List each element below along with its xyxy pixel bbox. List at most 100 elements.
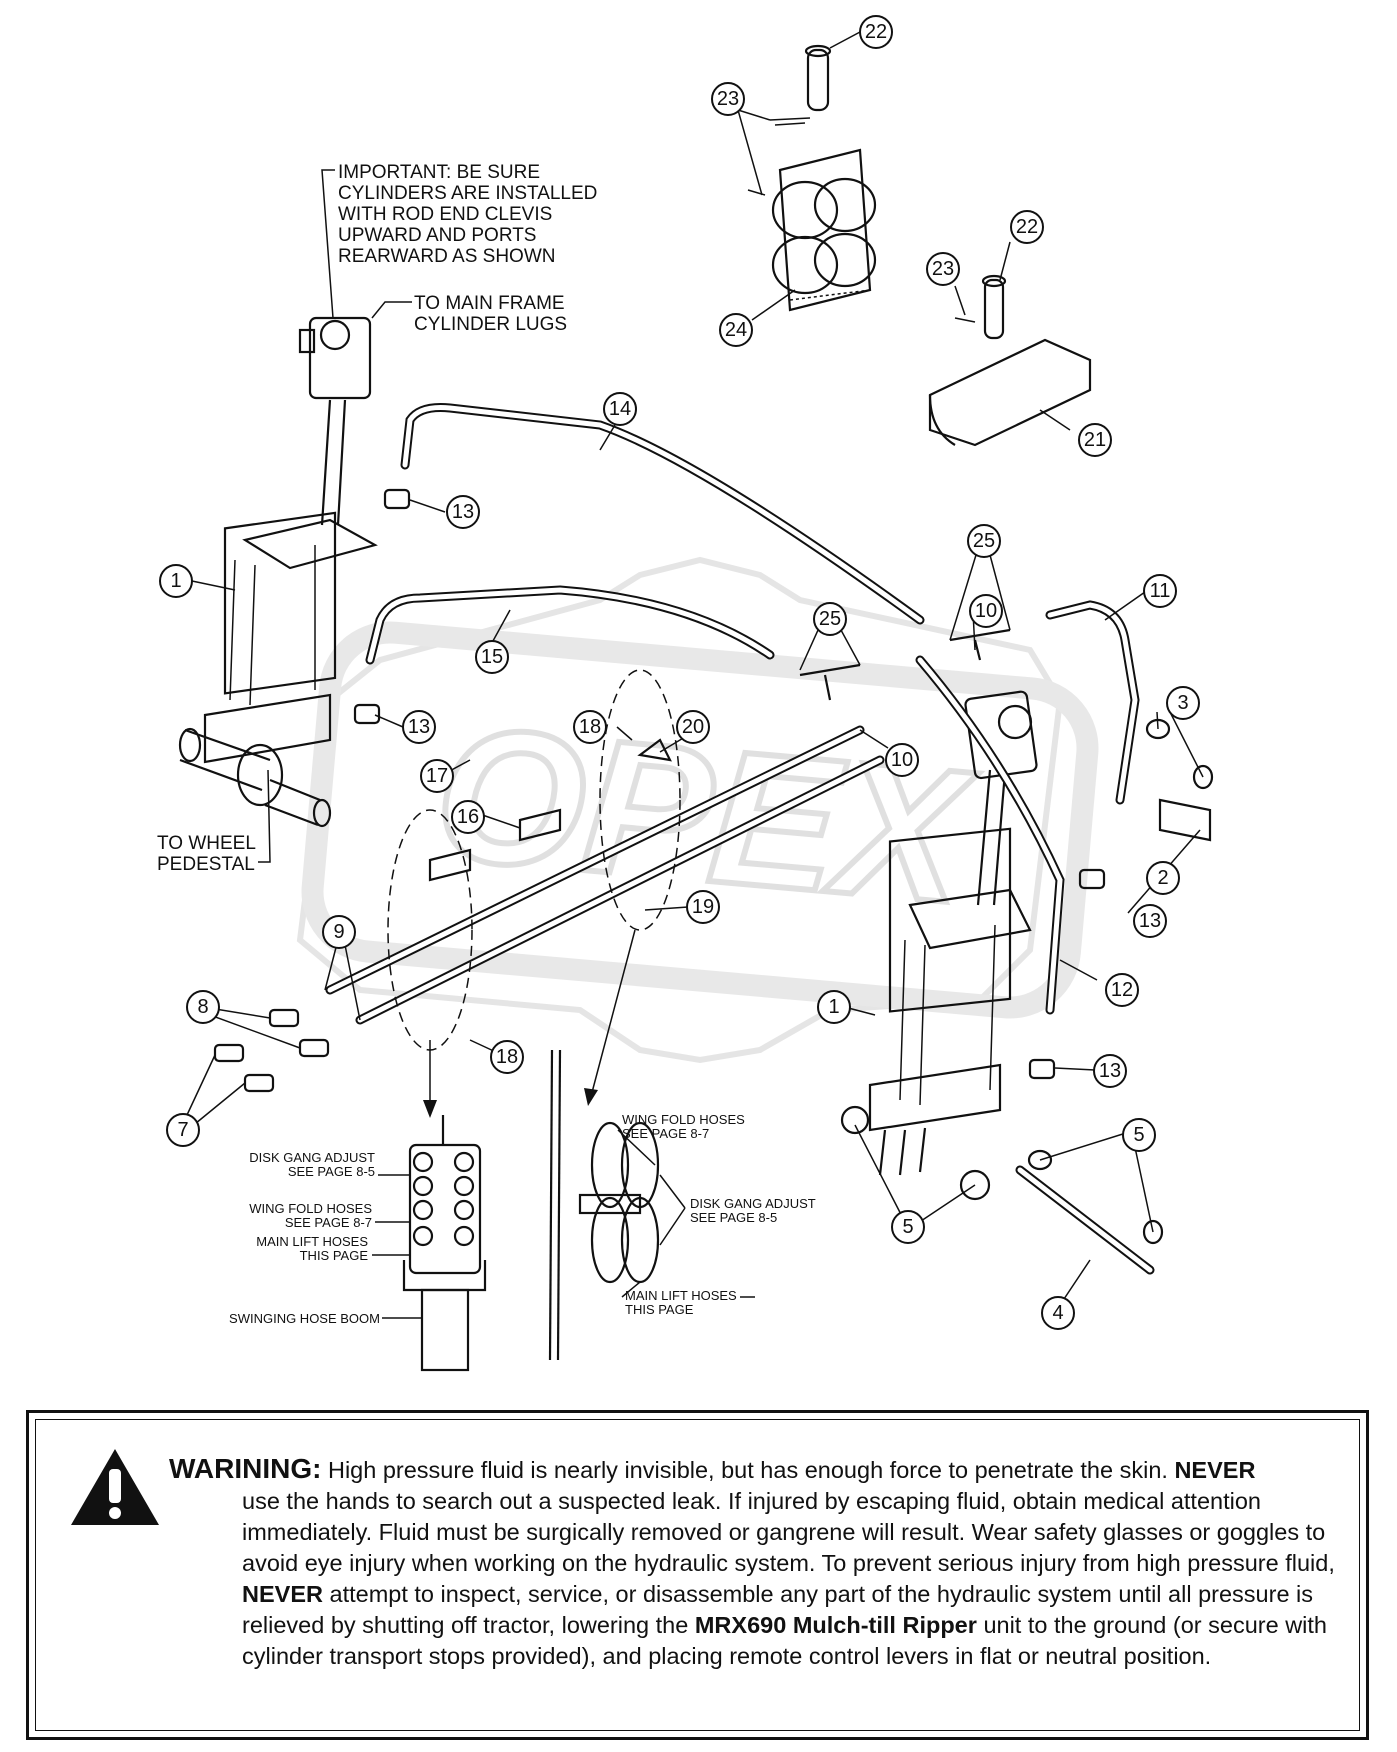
- right-lift-cylinder: [840, 690, 1038, 1201]
- callout-7: 7: [166, 1113, 200, 1147]
- callout-10-a: 10: [969, 594, 1003, 628]
- wheel-pedestal-line-1: TO WHEEL: [157, 833, 256, 854]
- callout-14: 14: [603, 392, 637, 426]
- detail-swinging-boom: [402, 1115, 487, 1372]
- svg-text:2: 2: [1157, 867, 1168, 889]
- callout-23-b: 23: [926, 252, 960, 286]
- svg-text:18: 18: [579, 716, 601, 738]
- left-boom-label: SWINGING HOSE BOOM: [229, 1311, 380, 1326]
- warning-triangle-icon: [71, 1449, 159, 1525]
- warning-seg-1: High pressure fluid is nearly invisible,…: [327, 1457, 1168, 1483]
- hose-clamp-assembly: [747, 44, 1092, 447]
- svg-text:25: 25: [819, 608, 841, 630]
- callouts: 22 23 23 22 24 21 14 13 25 1 10 11 15 25…: [159, 15, 1200, 1330]
- svg-text:8: 8: [197, 996, 208, 1018]
- callout-20: 20: [676, 710, 710, 744]
- svg-text:4: 4: [1052, 1302, 1063, 1324]
- detail-hose-clamps-side: [548, 1049, 660, 1361]
- important-line-4: UPWARD AND PORTS: [338, 225, 536, 246]
- important-line-3: WITH ROD END CLEVIS: [338, 204, 552, 225]
- right-disk-gang-1: DISK GANG ADJUST: [690, 1196, 816, 1211]
- warning-box: WARINING: High pressure fluid is nearly …: [26, 1410, 1369, 1740]
- important-line-1: IMPORTANT: BE SURE: [338, 162, 540, 183]
- svg-text:17: 17: [426, 765, 448, 787]
- fittings: [213, 488, 1214, 1275]
- note-leaders: [258, 169, 412, 863]
- callout-13-c: 13: [1133, 904, 1167, 938]
- svg-text:24: 24: [725, 319, 747, 341]
- svg-text:14: 14: [609, 398, 631, 420]
- svg-text:1: 1: [828, 996, 839, 1018]
- callout-11: 11: [1143, 574, 1177, 608]
- svg-text:23: 23: [717, 88, 739, 110]
- svg-text:11: 11: [1150, 580, 1171, 602]
- important-line-5: REARWARD AS SHOWN: [338, 246, 555, 267]
- svg-text:5: 5: [902, 1216, 913, 1238]
- svg-text:13: 13: [452, 501, 474, 523]
- callout-22-a: 22: [859, 15, 893, 49]
- left-lift-cylinder: [178, 316, 378, 828]
- left-detail-labels: DISK GANG ADJUST SEE PAGE 8-5 WING FOLD …: [229, 1150, 422, 1326]
- svg-text:25: 25: [973, 530, 995, 552]
- callout-17: 17: [420, 759, 454, 793]
- left-wing-fold-2: SEE PAGE 8-7: [285, 1215, 372, 1230]
- svg-text:22: 22: [865, 21, 887, 43]
- right-wing-fold-2: SEE PAGE 8-7: [622, 1126, 709, 1141]
- callout-25-a: 25: [967, 524, 1001, 558]
- detail-indicators: [387, 669, 681, 1118]
- warning-never-2: NEVER: [242, 1581, 323, 1607]
- svg-text:7: 7: [177, 1119, 188, 1141]
- warning-inner-border: [35, 1419, 1360, 1731]
- important-note: IMPORTANT: BE SURE CYLINDERS ARE INSTALL…: [338, 162, 597, 267]
- callout-8: 8: [186, 990, 220, 1024]
- callout-12: 12: [1105, 973, 1139, 1007]
- svg-text:22: 22: [1016, 216, 1038, 238]
- callout-18-a: 18: [573, 710, 607, 744]
- svg-text:23: 23: [932, 258, 954, 280]
- left-main-lift-1: MAIN LIFT HOSES: [256, 1234, 368, 1249]
- warning-heading: WARINING:: [169, 1453, 322, 1484]
- callout-1-a: 1: [159, 564, 193, 598]
- svg-text:5: 5: [1133, 1124, 1144, 1146]
- left-disk-gang-1: DISK GANG ADJUST: [249, 1150, 375, 1165]
- warning-product: MRX690 Mulch-till Ripper: [694, 1612, 977, 1638]
- wheel-pedestal-note: TO WHEEL PEDESTAL: [157, 833, 256, 875]
- callout-13-d: 13: [1093, 1054, 1127, 1088]
- warning-seg-4: unit to the ground (or secure with cylin…: [242, 1612, 1327, 1669]
- hoses: [325, 403, 1140, 1025]
- callout-18-b: 18: [490, 1040, 524, 1074]
- svg-text:1: 1: [170, 570, 181, 592]
- warning-seg-3: attempt to inspect, service, or disassem…: [242, 1581, 1314, 1638]
- warning-seg-2: use the hands to search out a suspected …: [242, 1488, 1335, 1576]
- callout-3: 3: [1166, 686, 1200, 720]
- svg-text:18: 18: [496, 1046, 518, 1068]
- callout-16: 16: [451, 800, 485, 834]
- right-detail-labels: WING FOLD HOSES SEE PAGE 8-7 DISK GANG A…: [617, 1112, 816, 1317]
- wheel-pedestal-line-2: PEDESTAL: [157, 854, 255, 875]
- hydraulic-parts-diagram: OPEX: [157, 15, 1214, 1372]
- right-wing-fold-1: WING FOLD HOSES: [622, 1112, 745, 1127]
- svg-text:15: 15: [481, 646, 503, 668]
- svg-text:19: 19: [692, 896, 714, 918]
- callout-25-b: 25: [813, 602, 847, 636]
- callout-1-b: 1: [817, 990, 851, 1024]
- callout-13-a: 13: [446, 495, 480, 529]
- svg-text:3: 3: [1177, 692, 1188, 714]
- important-line-2: CYLINDERS ARE INSTALLED: [338, 183, 597, 204]
- callout-13-b: 13: [402, 710, 436, 744]
- left-wing-fold-1: WING FOLD HOSES: [249, 1201, 372, 1216]
- svg-text:21: 21: [1084, 429, 1106, 451]
- callout-9: 9: [322, 915, 356, 949]
- callout-2: 2: [1146, 861, 1180, 895]
- left-main-lift-2: THIS PAGE: [300, 1248, 369, 1263]
- callout-21: 21: [1078, 423, 1112, 457]
- svg-text:10: 10: [975, 600, 997, 622]
- svg-text:5: 5: [902, 1216, 913, 1238]
- main-frame-line-1: TO MAIN FRAME: [414, 293, 565, 314]
- warning-text: WARINING: High pressure fluid is nearly …: [169, 1453, 1379, 1672]
- main-frame-note: TO MAIN FRAME CYLINDER LUGS: [414, 293, 567, 335]
- main-frame-line-2: CYLINDER LUGS: [414, 314, 567, 335]
- callout-19: 19: [686, 890, 720, 924]
- right-main-lift-2: THIS PAGE: [625, 1302, 694, 1317]
- callout-10-b: 10: [885, 743, 919, 777]
